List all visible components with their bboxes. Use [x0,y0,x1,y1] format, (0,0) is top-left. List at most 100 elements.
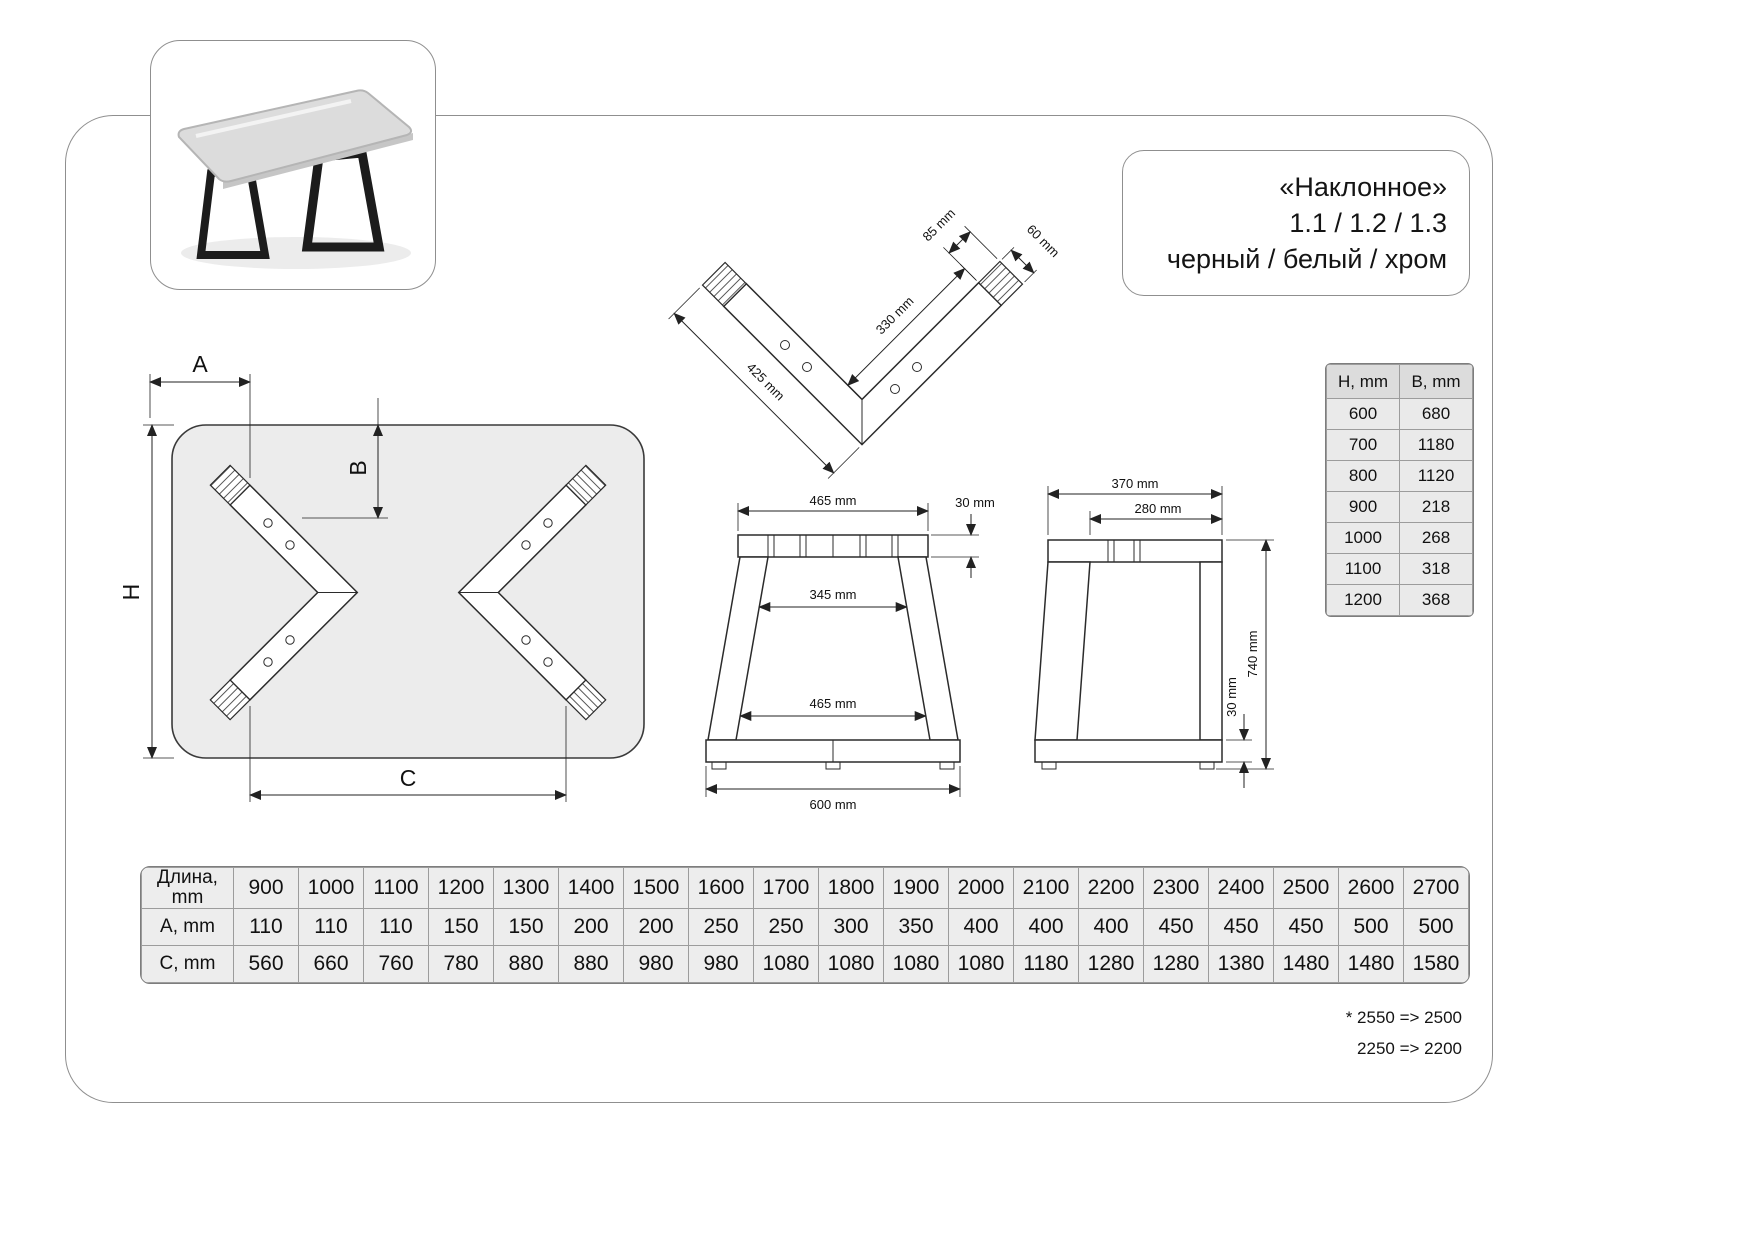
hb-cell: 1100 [1326,553,1400,585]
length-cell: 2700 [1403,867,1469,909]
length-cell: 1700 [753,867,819,909]
a-row-label: A, mm [141,908,234,946]
length-cell: 1600 [688,867,754,909]
title-box: «Наклонное» 1.1 / 1.2 / 1.3 черный / бел… [1122,150,1470,296]
size-table: Длина, mm 900 1000 1100 1200 1300 1400 1… [140,866,1470,984]
c-cell: 660 [298,945,364,983]
side-bottom-bar [1034,739,1223,763]
dim-label-h: H [118,584,144,601]
model-colors: черный / белый / хром [1166,243,1447,274]
c-cell: 1480 [1338,945,1404,983]
leg-end-pad-hatched [209,679,251,721]
product-photo-box [150,40,436,290]
hb-cell: 700 [1326,429,1400,461]
sheet-border [65,115,1493,1103]
length-cell: 1000 [298,867,364,909]
a-cell: 350 [883,908,949,946]
c-cell: 1080 [948,945,1014,983]
dim-label-front-bottom: 600 mm [810,797,857,812]
v-leg-plan-left [209,464,359,721]
hb-cell: 680 [1399,398,1473,430]
tabletop-outline [171,424,645,759]
length-cell: 1200 [428,867,494,909]
table-row: 1200 368 [1326,584,1473,616]
height-width-table: H, mm B, mm 600 680 700 1180 800 1120 90… [1325,363,1474,617]
table-row: 700 1180 [1326,429,1473,461]
model-variants: 1.1 / 1.2 / 1.3 [1289,207,1447,238]
side-inclined-leg [1034,561,1091,741]
foot [1199,761,1215,770]
dim-label-c: C [400,765,417,791]
dim-label-front-top: 465 mm [810,493,857,508]
a-cell: 110 [233,908,299,946]
length-cell: 2100 [1013,867,1079,909]
length-cell: 900 [233,867,299,909]
side-top-bar [1047,539,1223,563]
hb-cell: 218 [1399,491,1473,523]
c-cell: 1380 [1208,945,1274,983]
a-cell: 110 [298,908,364,946]
c-row-label: C, mm [141,945,234,983]
table-row: 800 1120 [1326,460,1473,492]
table-row: 1100 318 [1326,553,1473,585]
table-row-a: A, mm 110 110 110 150 150 200 200 250 25… [141,908,1469,946]
table-leg-right [301,148,385,252]
footnote-line-1: * 2550 => 2500 [1345,1008,1462,1027]
dim-label-side-top: 370 mm [1112,476,1159,491]
a-cell: 300 [818,908,884,946]
length-cell: 2200 [1078,867,1144,909]
hb-cell: 800 [1326,460,1400,492]
a-cell: 500 [1403,908,1469,946]
a-cell: 150 [493,908,559,946]
c-cell: 760 [363,945,429,983]
dim-label-front-thickness: 30 mm [955,495,995,510]
a-cell: 450 [1208,908,1274,946]
length-cell: 2300 [1143,867,1209,909]
length-cell: 1100 [363,867,429,909]
hb-cell: 368 [1399,584,1473,616]
dim-label-side-height: 740 mm [1245,631,1260,678]
hb-cell: 900 [1326,491,1400,523]
a-cell: 400 [1078,908,1144,946]
c-cell: 1180 [1013,945,1079,983]
a-cell: 450 [1143,908,1209,946]
length-cell: 1500 [623,867,689,909]
c-cell: 880 [493,945,559,983]
a-cell: 400 [1013,908,1079,946]
a-cell: 250 [688,908,754,946]
c-cell: 1480 [1273,945,1339,983]
tabletop [177,89,413,183]
product-photo-sketch [177,89,413,269]
table-row: 1000 268 [1326,522,1473,554]
hb-cell: 1200 [1326,584,1400,616]
dim-label-425: 425 mm [744,360,788,404]
c-cell: 980 [688,945,754,983]
hb-cell: 1000 [1326,522,1400,554]
a-cell: 200 [623,908,689,946]
tabletop-edge [223,133,413,189]
foot [825,761,841,770]
front-right-leg [897,556,959,741]
v-leg-detail-drawing: 425 mm 330 mm 85 mm 60 mm [668,205,1063,479]
a-cell: 400 [948,908,1014,946]
table-row-length: Длина, mm 900 1000 1100 1200 1300 1400 1… [141,867,1469,909]
leg-end-pad-hatched [209,464,251,506]
hb-cell: 1120 [1399,460,1473,492]
dim-label-60: 60 mm [1024,221,1063,260]
foot [1041,761,1057,770]
c-cell: 1580 [1403,945,1469,983]
length-row-label: Длина, mm [141,867,234,909]
a-cell: 450 [1273,908,1339,946]
hb-header-b: B, mm [1399,364,1473,399]
dim-label-front-inner: 465 mm [810,696,857,711]
table-row-c: C, mm 560 660 760 780 880 880 980 980 10… [141,945,1469,983]
dim-label-side-inner: 280 mm [1135,501,1182,516]
leg-end-pad-hatched [701,261,748,308]
dim-label-side-thickness: 30 mm [1224,677,1239,717]
c-cell: 780 [428,945,494,983]
c-cell: 1280 [1143,945,1209,983]
table-row: 900 218 [1326,491,1473,523]
hb-cell: 268 [1399,522,1473,554]
c-cell: 1280 [1078,945,1144,983]
